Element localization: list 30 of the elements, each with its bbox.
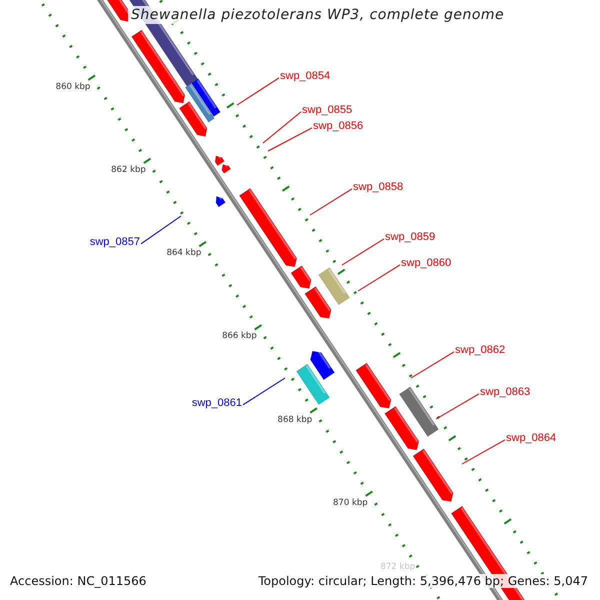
leader-line <box>342 238 384 266</box>
scale-label: 868 kbp <box>278 414 312 424</box>
leader-line <box>310 188 352 216</box>
leader-line <box>242 378 286 406</box>
leader-line <box>462 439 506 464</box>
gene-label: swp_0859 <box>385 231 436 244</box>
gene-label: swp_0863 <box>480 386 530 399</box>
gene-label: swp_0861 <box>192 397 242 410</box>
gene-label: swp_0856 <box>313 120 364 133</box>
leader-line <box>268 127 312 152</box>
gene-label: swp_0857 <box>90 236 140 249</box>
scale-label: 862 kbp <box>111 164 146 175</box>
scale-label: 860 kbp <box>56 82 90 92</box>
gene-label: swp_0860 <box>401 257 452 270</box>
footer-text: Accession: NC_011566 <box>8 574 148 588</box>
gene-label: swp_0854 <box>280 70 330 83</box>
leader-line <box>410 351 454 378</box>
scale-label: 864 kbp <box>166 248 202 258</box>
gene-label: swp_0858 <box>353 181 404 194</box>
gene-label: swp_0855 <box>302 104 352 117</box>
leader-line <box>236 77 280 106</box>
leader-line <box>140 216 182 244</box>
footer-text: Topology: circular; Length: 5,396,476 bp; Genes: 5,047 <box>256 574 590 588</box>
scale-label: 870 kbp <box>333 498 368 508</box>
leader-line <box>262 111 302 144</box>
scale-label: 866 kbp <box>222 331 257 342</box>
leader-line <box>436 393 480 420</box>
gene-label: swp_0862 <box>455 344 506 357</box>
gene-label: swp_0864 <box>506 432 556 445</box>
leader-line <box>358 264 400 292</box>
